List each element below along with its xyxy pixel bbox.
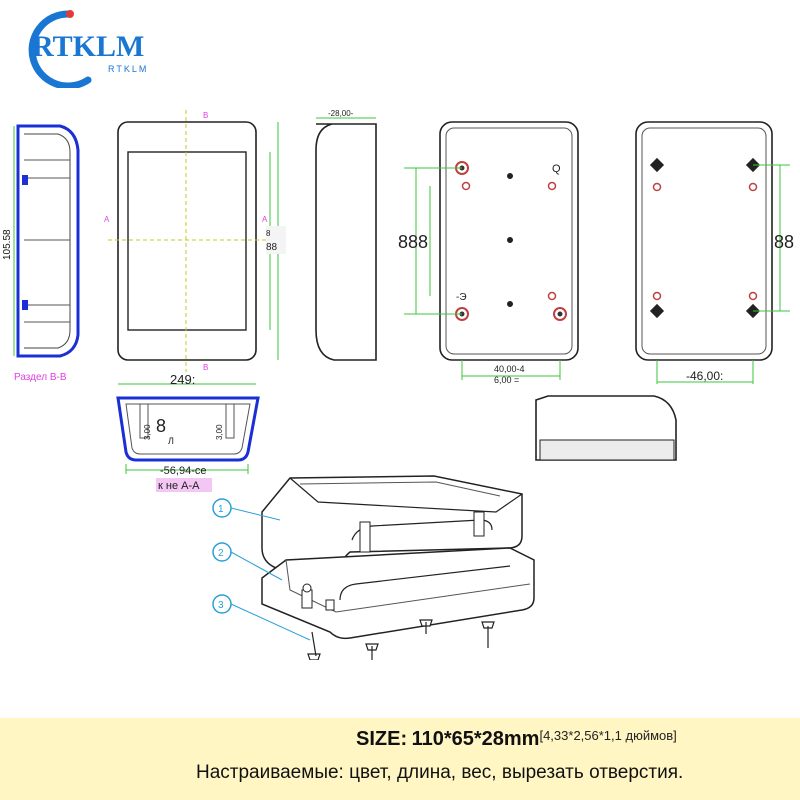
back-dim-6: 6,00 =	[494, 375, 519, 385]
section-aa-300a: 3,00	[143, 424, 152, 440]
callout-1: 1	[218, 504, 224, 515]
screws-icon	[307, 619, 495, 660]
back-3-mark: -Э	[456, 292, 467, 303]
section-aa-300b: 3,00	[215, 424, 224, 440]
front-width-label: 249:	[170, 372, 195, 387]
front-right-small-num: 8	[266, 229, 271, 238]
front-right-num: 88	[266, 242, 278, 253]
section-aa-caption: к не А-А	[158, 480, 200, 492]
lid-3d-view	[535, 395, 677, 461]
exploded-3d-view: 1 2 3	[212, 475, 535, 660]
section-bb-height-label: 105.58	[2, 229, 13, 260]
front-top-marker: B	[203, 111, 208, 120]
front-bottom-marker: B	[203, 363, 208, 372]
back-q-mark: Q	[552, 163, 561, 175]
front-view: B B A A 8 88 249:	[104, 110, 286, 387]
logo-swoosh-icon	[28, 10, 92, 88]
section-aa-width: -56,94-се	[160, 465, 206, 477]
callout-3: 3	[218, 600, 224, 611]
side-depth-label: -28,00-	[328, 109, 354, 118]
section-aa-num: 8	[156, 416, 166, 436]
size-line: SIZE: 110*65*28mm[4,33*2,56*1,1 дюймов]	[356, 728, 677, 751]
size-label: SIZE:	[356, 728, 408, 750]
bottom-right-num: 88	[774, 232, 794, 252]
technical-drawing: 105.58 Раздел B-B B B A A 8 88 249: -28,…	[2, 109, 794, 660]
back-view: 888 Q -Э 40,00-4 6,00 =	[398, 121, 579, 385]
customizable-text: Настраиваемые: цвет, длина, вес, вырезат…	[196, 762, 684, 783]
side-view: -28,00-	[315, 109, 377, 361]
bottom-width-label: -46,00:	[686, 369, 723, 383]
logo-red-dot-icon	[66, 10, 74, 18]
front-right-marker: A	[262, 215, 268, 224]
logo-big-text: RTKLM	[32, 30, 144, 63]
size-inches: [4,33*2,56*1,1 дюймов]	[539, 728, 677, 743]
back-dim-40: 40,00-4	[494, 364, 525, 374]
section-aa-view: 8 3,00 3,00 Л -56,94-се к не А-А	[116, 396, 260, 492]
info-banner	[0, 718, 800, 800]
section-aa-j1: Л	[168, 436, 174, 446]
section-bb-caption: Раздел B-B	[14, 372, 67, 383]
size-value: 110*65*28mm	[411, 728, 540, 750]
section-bb-view: 105.58 Раздел B-B	[2, 124, 80, 383]
back-left-num: 888	[398, 232, 428, 252]
brand-logo: RTKLM RTKLM	[28, 10, 148, 88]
logo-small-text: RTKLM	[108, 64, 148, 74]
bottom-view: 88 -46,00:	[635, 121, 794, 384]
callout-2: 2	[218, 548, 224, 559]
front-left-marker: A	[104, 215, 110, 224]
